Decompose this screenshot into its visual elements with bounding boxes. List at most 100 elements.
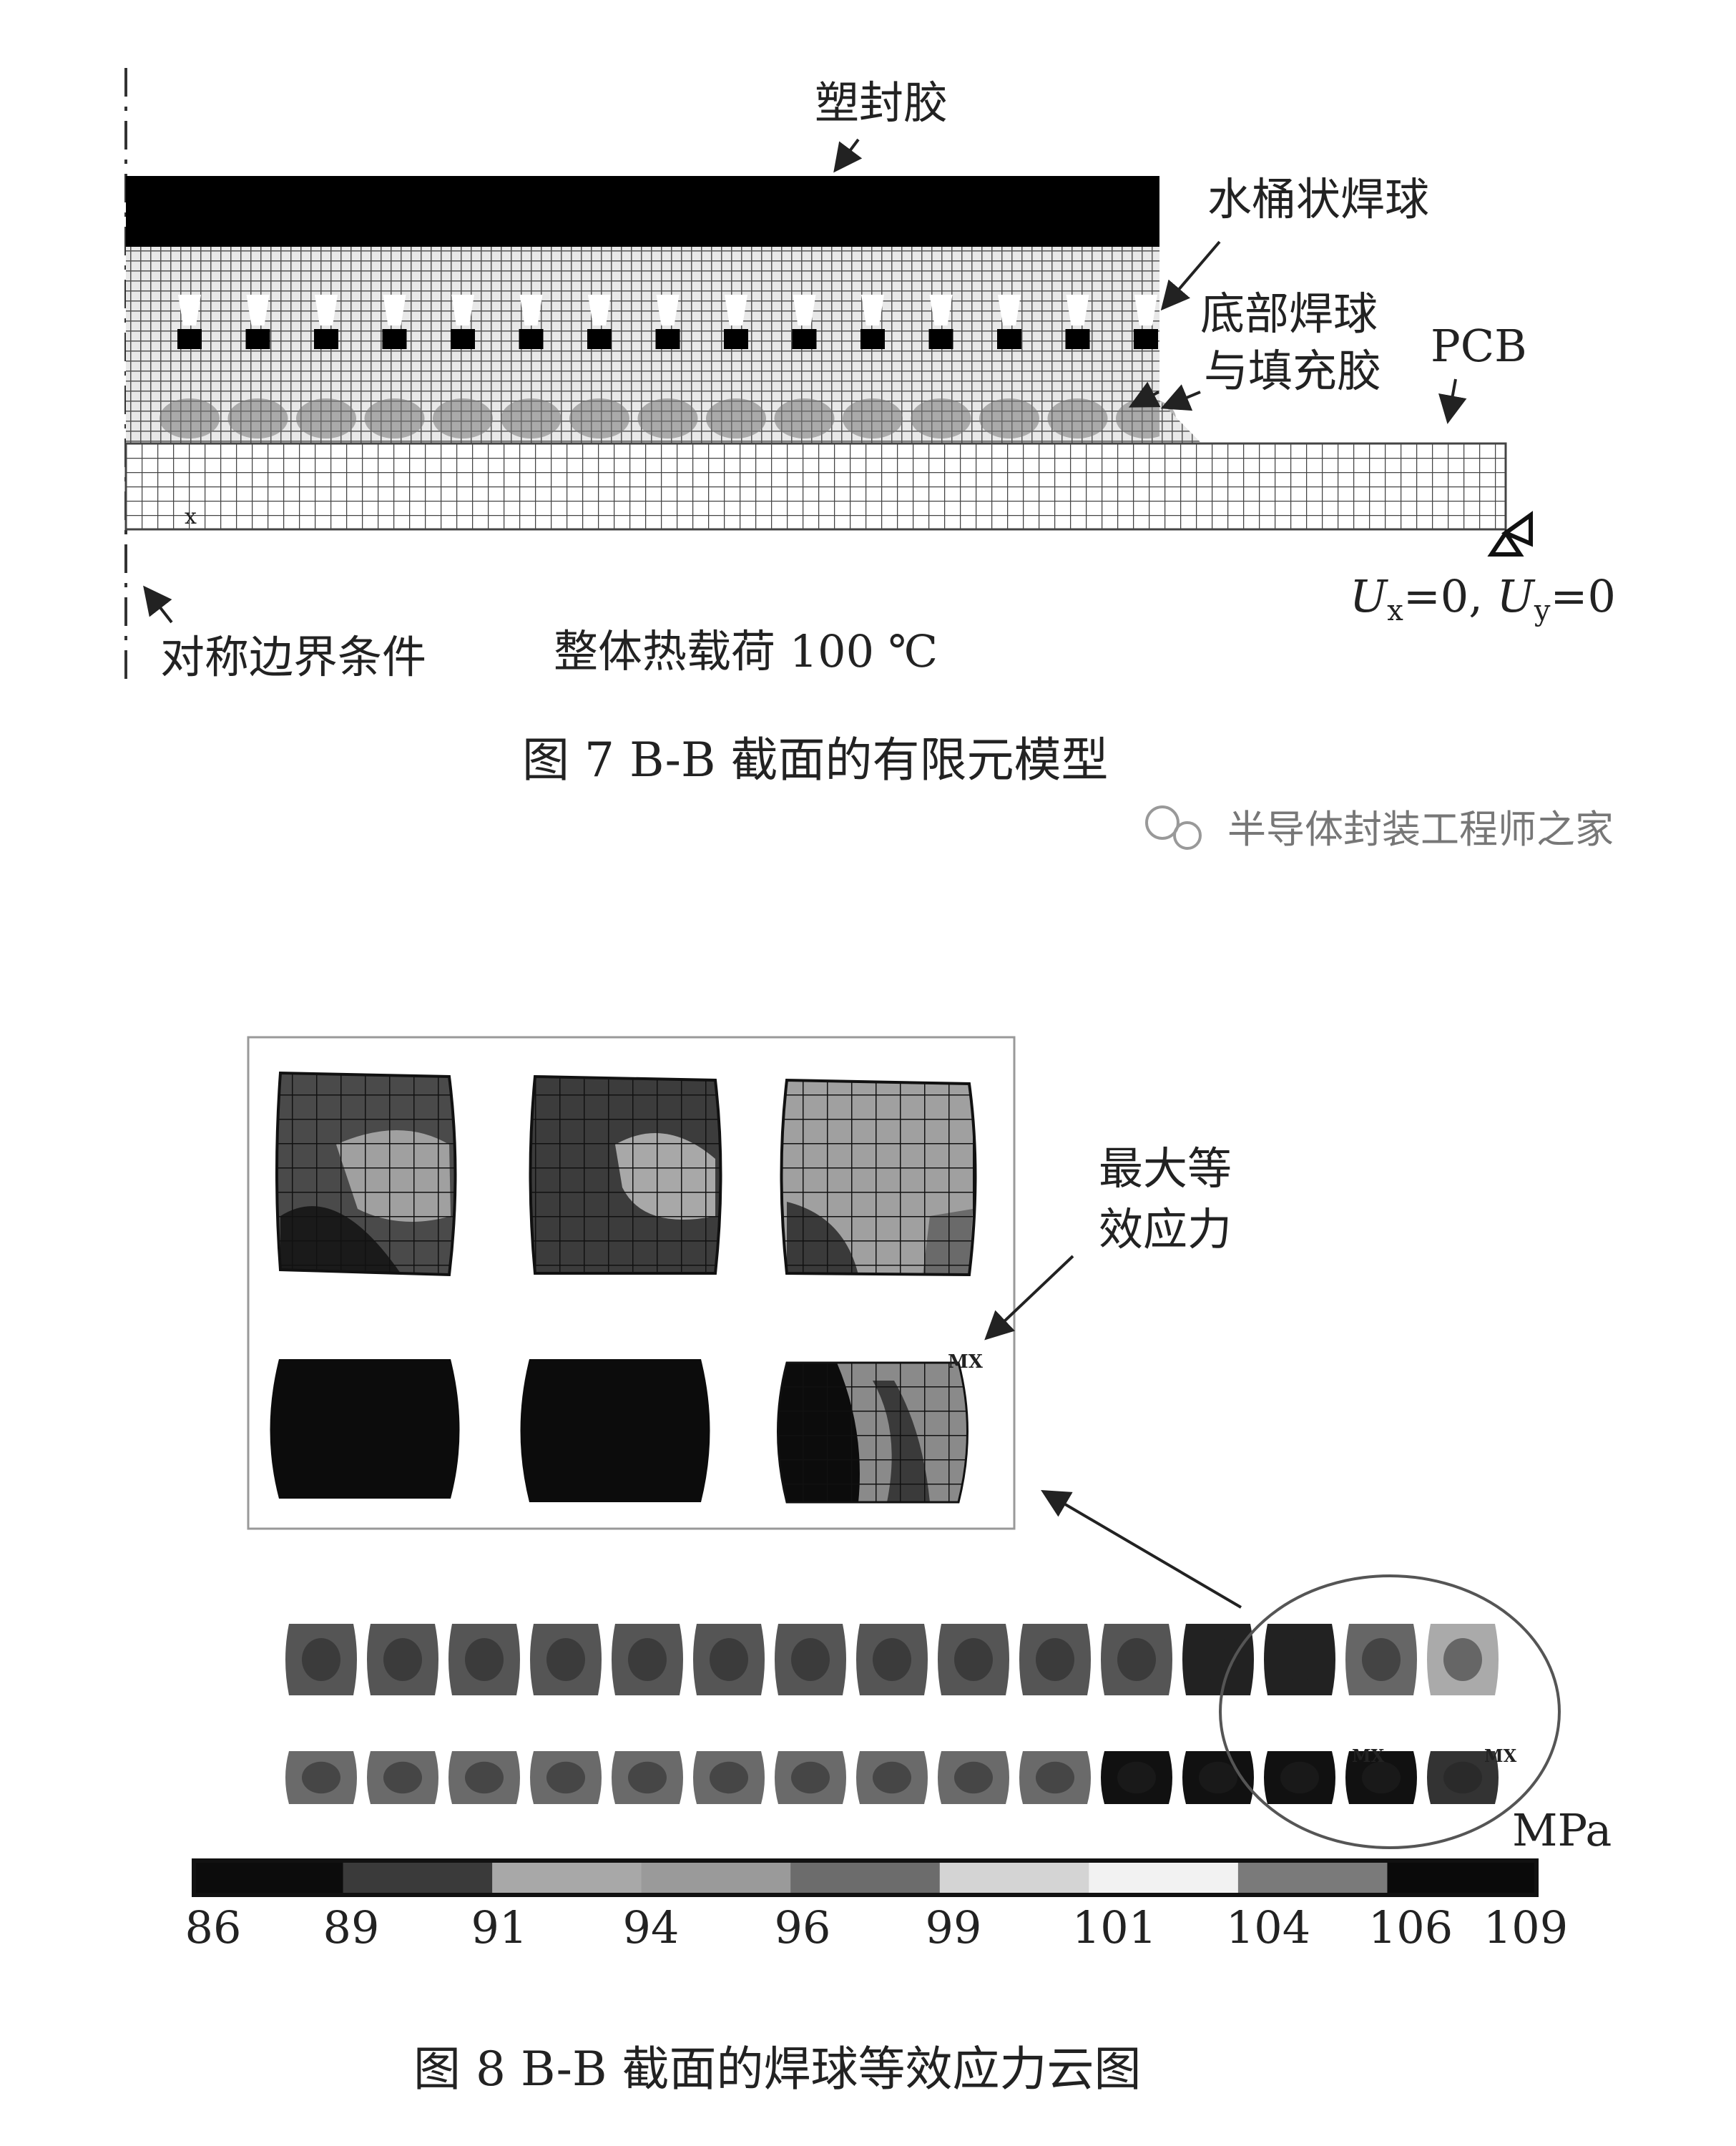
colorbar-tick-label: 96 <box>775 1901 831 1954</box>
label-symmetry: 对称边界条件 <box>160 631 426 683</box>
stress-ball <box>612 1624 683 1695</box>
row-mx-marker-1: MX <box>1352 1745 1385 1766</box>
stress-ball <box>1345 1751 1417 1804</box>
bottom-ball-arrow <box>1128 381 1161 408</box>
colorbar-tick-label: 106 <box>1368 1901 1453 1954</box>
max-stress-arrow <box>984 1255 1074 1341</box>
upper-solder-ball <box>724 295 748 349</box>
stress-ball <box>367 1624 438 1695</box>
inset-ball-bottom-1 <box>270 1359 460 1499</box>
upper-solder-ball <box>382 295 407 349</box>
colorbar-frame <box>192 1858 1539 1897</box>
colorbar <box>194 1861 1537 1895</box>
colorbar-segment <box>1387 1861 1537 1895</box>
stress-ball <box>530 1624 602 1695</box>
stress-ball <box>1101 1751 1172 1804</box>
upper-solder-ball <box>519 295 544 349</box>
colorbar-tick-label: 109 <box>1484 1901 1568 1954</box>
inset-ball-bottom-3 <box>777 1361 968 1504</box>
stress-ball <box>367 1751 438 1804</box>
lower-solder-ball <box>979 398 1039 438</box>
colorbar-segment <box>343 1861 494 1895</box>
pcb-arrow <box>1438 378 1467 424</box>
stress-ball <box>612 1751 683 1804</box>
inset-ball-top-3 <box>780 1078 977 1277</box>
stress-ball <box>1264 1751 1335 1804</box>
colorbar-tick-label: 91 <box>471 1901 528 1954</box>
stress-ball <box>856 1624 928 1695</box>
upper-solder-ball <box>177 295 202 349</box>
colorbar-segment <box>194 1861 344 1895</box>
stress-ball-row-lower <box>285 1751 1499 1804</box>
lower-solder-ball <box>227 398 288 438</box>
stress-ball <box>693 1751 765 1804</box>
stress-ball <box>693 1624 765 1695</box>
stress-ball <box>285 1751 357 1804</box>
stress-ball <box>1182 1624 1254 1695</box>
label-barrel-ball: 水桶状焊球 <box>1207 173 1429 225</box>
label-max-stress-2: 效应力 <box>1099 1203 1232 1255</box>
colorbar-segment <box>1237 1861 1388 1895</box>
label-max-stress-1: 最大等 <box>1099 1142 1232 1195</box>
label-thermal-load: 整体热载荷 100 ℃ <box>554 625 938 677</box>
upper-solder-ball <box>792 295 817 349</box>
inset-ball-top-1 <box>275 1071 457 1277</box>
axis-marker: x <box>185 504 197 529</box>
stress-ball <box>448 1751 520 1804</box>
underfill-fillet <box>1159 401 1202 444</box>
watermark-text: 半导体封装工程师之家 <box>1227 807 1614 852</box>
fixed-support-icon <box>1487 511 1533 557</box>
lower-solder-ball <box>160 398 220 438</box>
colorbar-segment <box>641 1861 792 1895</box>
label-pcb: PCB <box>1431 320 1527 372</box>
stress-ball <box>775 1751 846 1804</box>
lower-solder-ball <box>296 398 356 438</box>
row-mx-marker-2: MX <box>1484 1745 1517 1766</box>
upper-solder-ball <box>1134 295 1158 349</box>
colorbar-tick-label: 94 <box>623 1901 680 1954</box>
stress-ball <box>448 1624 520 1695</box>
highlight-ellipse <box>1219 1574 1561 1849</box>
barrel-ball-arrow <box>1160 240 1221 311</box>
lower-solder-balls <box>160 398 1176 438</box>
stress-ball <box>1101 1624 1172 1695</box>
pcb-mesh <box>124 442 1507 531</box>
stress-ball <box>1427 1751 1499 1804</box>
upper-solder-ball <box>997 295 1021 349</box>
colorbar-segment <box>790 1861 941 1895</box>
upper-solder-balls <box>177 295 1158 349</box>
upper-solder-ball <box>1065 295 1090 349</box>
figure-7: 塑封胶 x 水桶状焊球 底部焊球 与填充胶 PCB Ux=0, Uy=0 对称边… <box>124 68 1616 788</box>
lower-solder-ball <box>1047 398 1108 438</box>
stress-ball <box>530 1751 602 1804</box>
colorbar-tick-label: 89 <box>323 1901 380 1954</box>
upper-solder-ball <box>451 295 475 349</box>
figure-7-caption: 图 7 B-B 截面的有限元模型 <box>522 733 1108 788</box>
upper-solder-ball <box>314 295 338 349</box>
lower-solder-ball <box>569 398 629 438</box>
stress-ball-row-upper <box>285 1624 1499 1695</box>
inset-ball-bottom-2 <box>520 1359 710 1502</box>
lower-solder-ball <box>774 398 835 438</box>
stress-ball <box>938 1751 1009 1804</box>
colorbar-segment <box>1089 1861 1239 1895</box>
stress-ball <box>856 1751 928 1804</box>
colorbar-segment <box>939 1861 1090 1895</box>
colorbar-segment <box>492 1861 642 1895</box>
upper-solder-ball <box>655 295 680 349</box>
figure-8-caption: 图 8 B-B 截面的焊球等效应力云图 <box>413 2042 1141 2097</box>
stress-ball <box>1019 1751 1091 1804</box>
colorbar-tick-label: 101 <box>1072 1901 1157 1954</box>
colorbar-tick-label: 104 <box>1226 1901 1310 1954</box>
colorbar-tick-label: 86 <box>185 1901 242 1954</box>
stress-ball <box>775 1624 846 1695</box>
lower-solder-ball <box>843 398 903 438</box>
lower-solder-ball <box>433 398 493 438</box>
stress-ball <box>938 1624 1009 1695</box>
label-bottom-ball-1: 底部焊球 <box>1200 288 1378 340</box>
lower-solder-ball <box>364 398 425 438</box>
stress-ball <box>1345 1624 1417 1695</box>
label-bottom-ball-2: 与填充胶 <box>1204 345 1381 397</box>
stress-ball <box>1182 1751 1254 1804</box>
